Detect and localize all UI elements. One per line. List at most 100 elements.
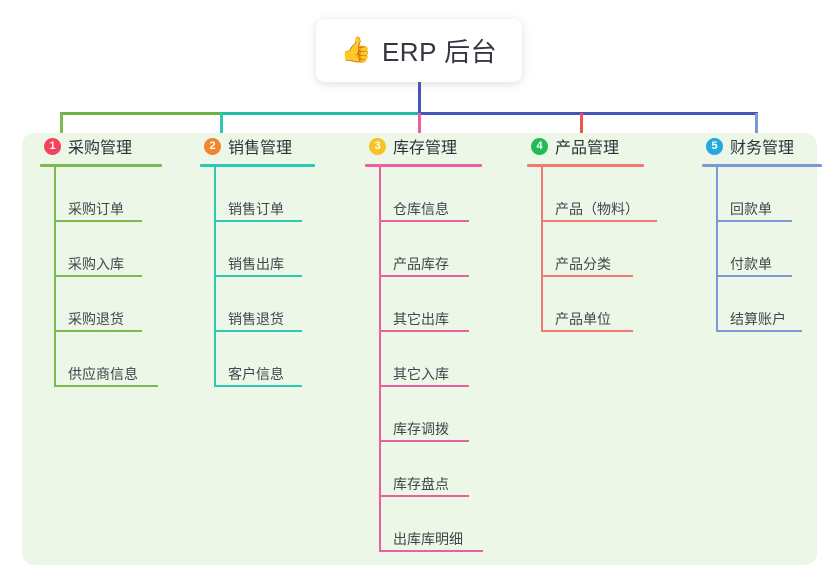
branch-header-rule xyxy=(365,164,482,167)
branch-item-label: 供应商信息 xyxy=(68,366,138,382)
branch-item-rule xyxy=(716,330,802,332)
branch-header-4[interactable]: 4 产品管理 xyxy=(527,133,687,159)
branch-number-badge: 2 xyxy=(204,137,221,155)
branch-item[interactable]: 库存调拨 xyxy=(379,387,525,442)
branch-item-label: 其它入库 xyxy=(393,366,449,382)
branch-trunk-line xyxy=(54,167,56,387)
branch-item-rule xyxy=(379,495,469,497)
branch-item[interactable]: 销售订单 xyxy=(214,167,360,222)
branch-item[interactable]: 采购入库 xyxy=(54,222,200,277)
branch-header-rule xyxy=(527,164,644,167)
branch-header-rule xyxy=(40,164,162,167)
branch-header-rule xyxy=(702,164,822,167)
branch-item[interactable]: 付款单 xyxy=(716,222,839,277)
branch-title: 产品管理 xyxy=(555,140,620,157)
branch-column-5: 5 财务管理回款单付款单结算账户 xyxy=(702,133,839,332)
branch-item[interactable]: 销售退货 xyxy=(214,277,360,332)
branch-item-rule xyxy=(214,220,302,222)
branch-item-rule xyxy=(541,330,633,332)
branch-item-label: 销售订单 xyxy=(228,201,284,217)
branch-title: 库存管理 xyxy=(393,140,458,157)
branch-trunk-line xyxy=(379,167,381,552)
branch-item-rule xyxy=(54,385,158,387)
branch-item-label: 回款单 xyxy=(730,201,772,217)
branch-header-3[interactable]: 3 库存管理 xyxy=(365,133,525,159)
branch-item-label: 其它出库 xyxy=(393,311,449,327)
branch-item-label: 付款单 xyxy=(730,256,772,272)
branch-item[interactable]: 采购退货 xyxy=(54,277,200,332)
branch-item-rule xyxy=(214,275,302,277)
branch-trunk-line xyxy=(716,167,718,332)
branch-item-label: 采购退货 xyxy=(68,311,124,327)
branch-item-rule xyxy=(541,220,657,222)
branch-trunk-line xyxy=(541,167,543,332)
page-title: ERP 后台 xyxy=(381,37,498,67)
branch-item-rule xyxy=(379,275,469,277)
branch-item-rule xyxy=(214,330,302,332)
branch-item[interactable]: 销售出库 xyxy=(214,222,360,277)
branch-item-rule xyxy=(379,440,469,442)
branch-item-rule xyxy=(716,220,792,222)
branch-item[interactable]: 产品单位 xyxy=(541,277,687,332)
branch-item[interactable]: 仓库信息 xyxy=(379,167,525,222)
branch-item[interactable]: 其它入库 xyxy=(379,332,525,387)
branch-item-label: 采购入库 xyxy=(68,256,124,272)
branch-item-rule xyxy=(716,275,792,277)
branch-item-rule xyxy=(379,550,483,552)
branch-header-1[interactable]: 1 采购管理 xyxy=(40,133,200,159)
branch-header-5[interactable]: 5 财务管理 xyxy=(702,133,839,159)
branch-item-label: 出库库明细 xyxy=(393,531,463,547)
branch-column-4: 4 产品管理产品（物料） 产品分类产品单位 xyxy=(527,133,687,332)
branch-trunk-line xyxy=(214,167,216,387)
branch-item-label: 产品分类 xyxy=(555,256,611,272)
branch-item-list: 销售订单销售出库销售退货客户信息 xyxy=(200,167,360,387)
branch-item-label: 产品库存 xyxy=(393,256,449,272)
branch-item-rule xyxy=(541,275,633,277)
branch-item-rule xyxy=(379,330,469,332)
branch-item[interactable]: 客户信息 xyxy=(214,332,360,387)
branch-item[interactable]: 其它出库 xyxy=(379,277,525,332)
branch-item-rule xyxy=(379,385,469,387)
thumbs-up-emoji: 👍 xyxy=(340,36,372,64)
branch-item-list: 产品（物料） 产品分类产品单位 xyxy=(527,167,687,332)
branch-item[interactable]: 产品（物料） xyxy=(541,167,687,222)
branch-item-label: 库存盘点 xyxy=(393,476,449,492)
root-title-card[interactable]: 👍 ERP 后台 xyxy=(316,19,522,82)
branch-item-label: 结算账户 xyxy=(730,311,786,327)
branch-item-rule xyxy=(214,385,302,387)
branch-item-label: 采购订单 xyxy=(68,201,124,217)
branch-column-1: 1 采购管理采购订单采购入库采购退货供应商信息 xyxy=(40,133,200,387)
branch-item-label: 库存调拨 xyxy=(393,421,449,437)
branch-item[interactable]: 供应商信息 xyxy=(54,332,200,387)
branch-number-badge: 1 xyxy=(44,137,61,155)
branch-number-badge: 5 xyxy=(706,137,723,155)
branch-header-rule xyxy=(200,164,315,167)
branch-header-2[interactable]: 2 销售管理 xyxy=(200,133,360,159)
branch-item-rule xyxy=(379,220,469,222)
branch-item[interactable]: 回款单 xyxy=(716,167,839,222)
branch-item-label: 客户信息 xyxy=(228,366,284,382)
branch-item-label: 销售出库 xyxy=(228,256,284,272)
branch-item-list: 仓库信息产品库存其它出库其它入库库存调拨库存盘点出库库明细 xyxy=(365,167,525,552)
branch-item-label: 仓库信息 xyxy=(393,201,449,217)
branch-item[interactable]: 结算账户 xyxy=(716,277,839,332)
branch-item-rule xyxy=(54,330,142,332)
branch-column-2: 2 销售管理销售订单销售出库销售退货客户信息 xyxy=(200,133,360,387)
branch-item-rule xyxy=(54,220,142,222)
branch-item-label: 销售退货 xyxy=(228,311,284,327)
branch-column-3: 3 库存管理仓库信息产品库存其它出库其它入库库存调拨库存盘点出库库明细 xyxy=(365,133,525,552)
branch-item[interactable]: 出库库明细 xyxy=(379,497,525,552)
branch-item[interactable]: 库存盘点 xyxy=(379,442,525,497)
branch-item-label: 产品（物料） xyxy=(555,201,639,217)
branch-number-badge: 4 xyxy=(531,137,548,155)
branch-number-badge: 3 xyxy=(369,137,386,155)
branch-item[interactable]: 产品库存 xyxy=(379,222,525,277)
branch-item[interactable]: 采购订单 xyxy=(54,167,200,222)
root-title-inner: 👍 ERP 后台 xyxy=(341,32,497,69)
branch-title: 财务管理 xyxy=(730,140,795,157)
branch-item-list: 回款单付款单结算账户 xyxy=(702,167,839,332)
branch-title: 采购管理 xyxy=(68,140,133,157)
branch-item-list: 采购订单采购入库采购退货供应商信息 xyxy=(40,167,200,387)
branch-title: 销售管理 xyxy=(228,140,293,157)
branch-item[interactable]: 产品分类 xyxy=(541,222,687,277)
